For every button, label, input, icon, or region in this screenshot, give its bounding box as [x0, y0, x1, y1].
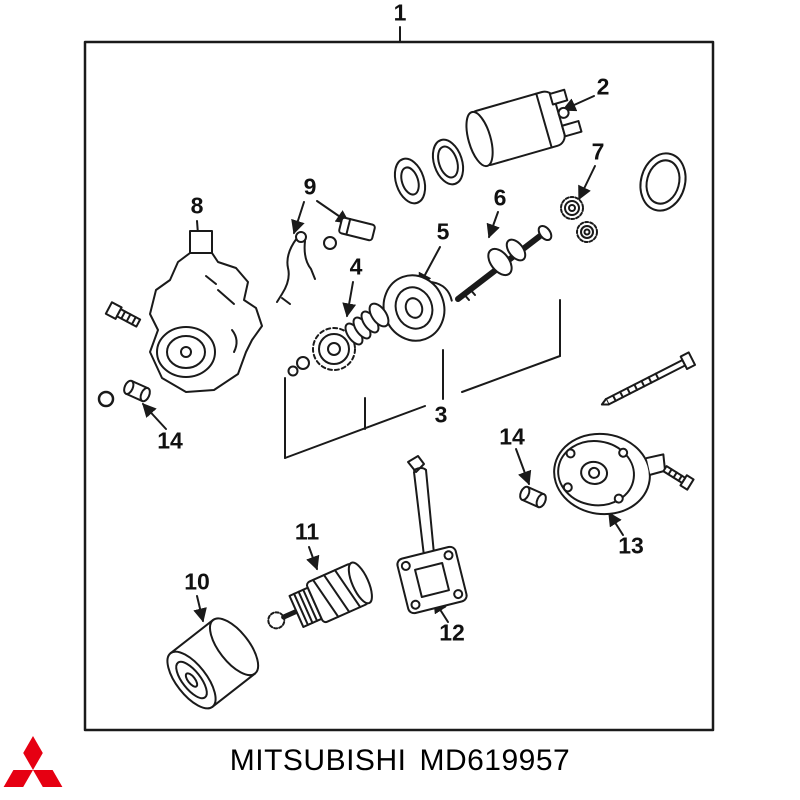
- bearing-drawings: [560, 196, 598, 243]
- callout-6: 6: [493, 184, 507, 211]
- rear-cover-drawing: [553, 432, 667, 516]
- callout-5: 5: [436, 218, 450, 245]
- callout-7: 7: [591, 138, 605, 165]
- callout-8: 8: [190, 192, 204, 219]
- callout-9: 9: [303, 173, 317, 200]
- armature-drawing: [267, 561, 373, 630]
- group-bracket-3: [284, 299, 561, 459]
- mitsubishi-logo: [3, 736, 63, 787]
- gear-housing-drawing: [149, 230, 263, 393]
- drive-pinion-drawing: [287, 302, 390, 377]
- screw-right-drawing: [662, 465, 695, 491]
- callout-3: 3: [434, 401, 448, 428]
- output-shaft-drawing: [455, 224, 553, 302]
- callout-12: 12: [439, 619, 465, 646]
- callout-10: 10: [184, 568, 210, 595]
- callout-14-right: 14: [499, 423, 525, 450]
- shift-lever-drawing: [276, 216, 376, 305]
- callout-13: 13: [618, 532, 644, 559]
- bushing-right-drawing: [519, 485, 547, 509]
- mitsubishi-logo-diamond-right: [33, 770, 63, 787]
- bushing-left-drawing: [123, 379, 151, 403]
- mount-bolt-left-drawing: [104, 301, 142, 328]
- callout-11: 11: [294, 518, 320, 545]
- callout-14-left: 14: [157, 427, 183, 454]
- front-cover-drawing: [166, 617, 260, 710]
- mitsubishi-logo-diamond-top: [23, 736, 43, 770]
- callout-2: 2: [596, 73, 610, 100]
- snap-ring-drawing: [97, 390, 115, 408]
- callout-1: 1: [393, 0, 407, 26]
- callout-4: 4: [349, 253, 363, 280]
- overrunning-clutch-drawing: [382, 274, 453, 342]
- brand-text: MITSUBISHI: [229, 744, 407, 777]
- brush-holder-drawing: [396, 455, 468, 615]
- part-number-text: MD619957: [419, 744, 571, 777]
- o-ring-drawing: [639, 152, 687, 212]
- washer-drawings: [393, 138, 465, 205]
- through-bolt-drawing: [600, 351, 697, 406]
- footer-caption: MITSUBISHI MD619957: [0, 744, 800, 778]
- solenoid-drawing: [465, 88, 583, 168]
- mitsubishi-logo-diamond-left: [3, 770, 33, 787]
